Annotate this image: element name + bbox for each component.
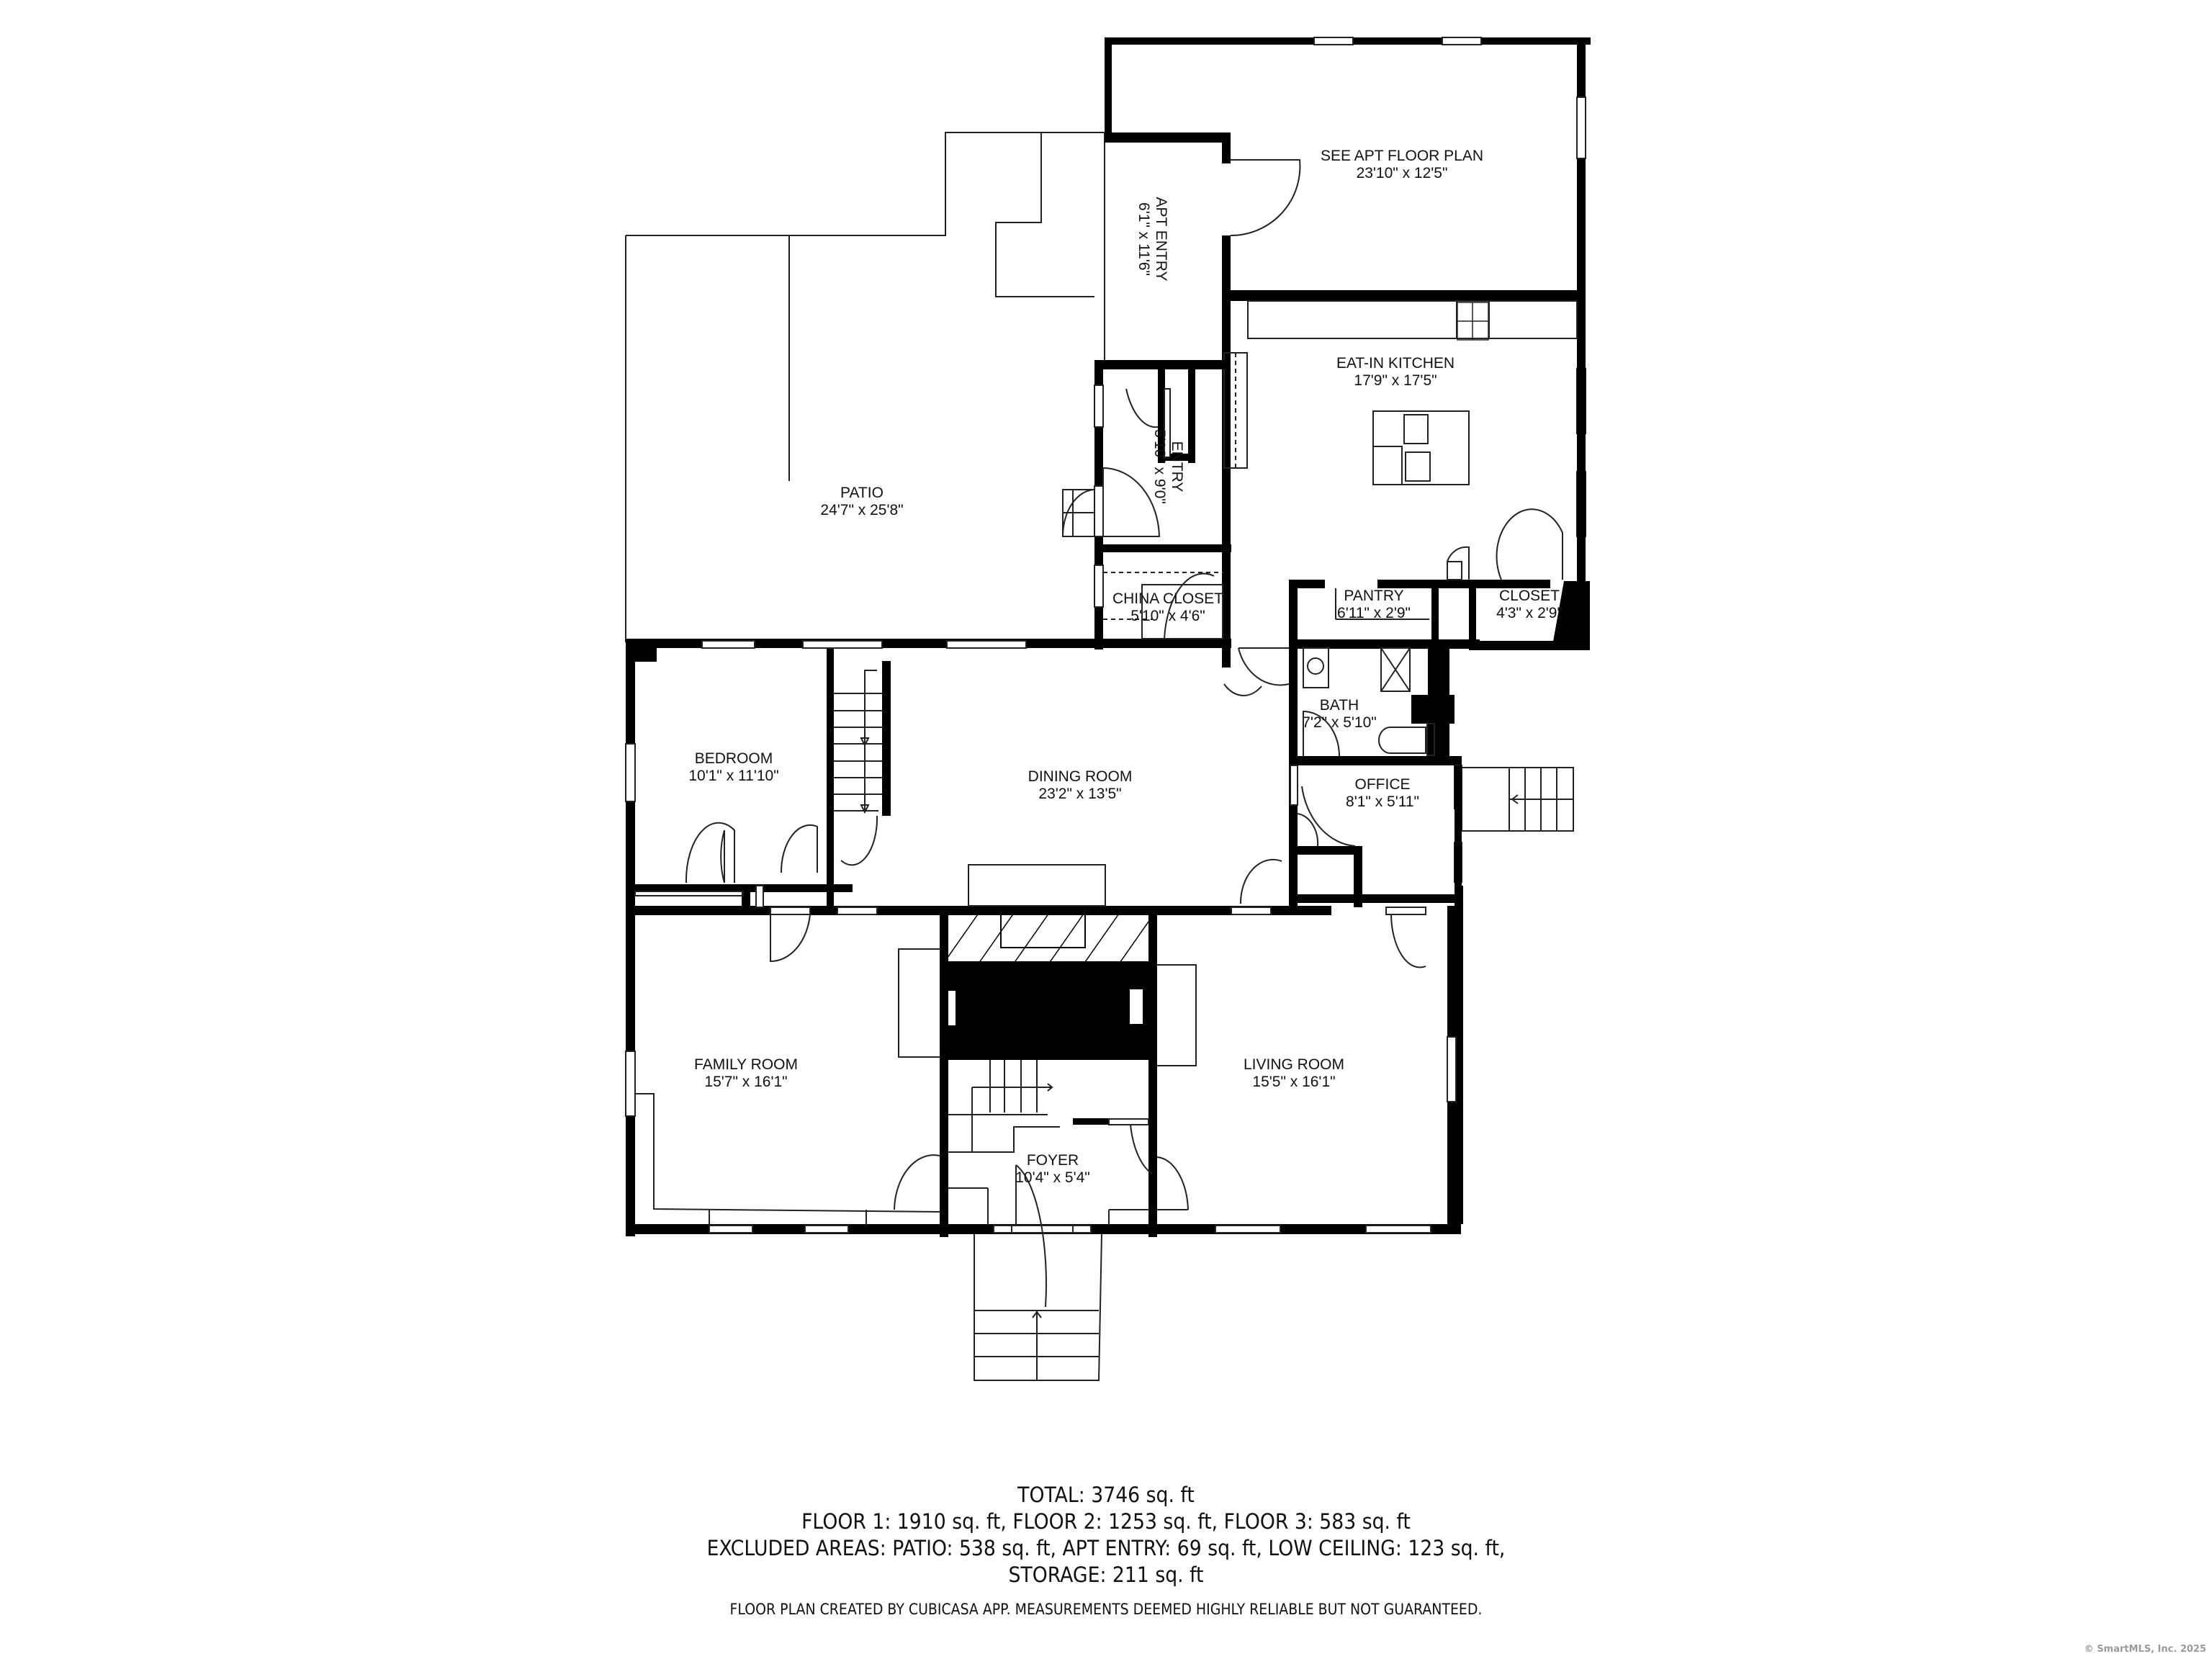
room-label-family: FAMILY ROOM 15'7" x 16'1" — [694, 1056, 798, 1091]
room-label-pantry: PANTRY 6'11" x 2'9" — [1337, 588, 1411, 622]
room-label-apt-entry: APT ENTRY 6'1" x 11'6" — [1135, 197, 1169, 281]
room-label-entry: ENTRY 5'10" x 9'0" — [1151, 429, 1185, 504]
room-dimensions: 4'3" x 2'9" — [1496, 605, 1563, 621]
room-name: FAMILY ROOM — [694, 1056, 798, 1073]
room-name: OFFICE — [1354, 776, 1411, 793]
room-dimensions: 6'1" x 11'6" — [1136, 202, 1152, 276]
room-name: CLOSET — [1498, 588, 1560, 604]
room-name: DINING ROOM — [1028, 768, 1133, 785]
patio-outline — [625, 132, 1107, 642]
room-dimensions: 6'11" x 2'9" — [1337, 605, 1411, 621]
room-label-china-closet: CHINA CLOSET 5'10" x 4'6" — [1112, 590, 1223, 625]
room-label-dining: DINING ROOM 23'2" x 13'5" — [1028, 768, 1133, 803]
storage-area: STORAGE: 211 sq. ft — [1008, 1563, 1204, 1587]
room-name: FOYER — [1026, 1152, 1079, 1169]
room-label-kitchen: EAT-IN KITCHEN 17'9" x 17'5" — [1336, 355, 1455, 390]
room-name: BEDROOM — [694, 750, 773, 767]
room-name: PANTRY — [1344, 588, 1404, 604]
room-dimensions: 5'10" x 9'0" — [1151, 429, 1168, 504]
room-dimensions: 23'2" x 13'5" — [1038, 786, 1122, 802]
room-dimensions: 17'9" x 17'5" — [1354, 372, 1437, 389]
apt-door — [1230, 159, 1301, 237]
room-dimensions: 8'1" x 5'11" — [1346, 793, 1419, 810]
room-name: CHINA CLOSET — [1112, 590, 1224, 607]
room-dimensions: 5'10" x 4'6" — [1130, 608, 1205, 624]
room-label-living: LIVING ROOM 15'5" x 16'1" — [1244, 1056, 1344, 1091]
room-name: LIVING ROOM — [1243, 1056, 1345, 1073]
room-dimensions: 10'4" x 5'4" — [1015, 1169, 1090, 1186]
room-dimensions: 24'7" x 25'8" — [820, 502, 904, 518]
room-dimensions: 15'5" x 16'1" — [1252, 1074, 1336, 1090]
copyright-notice: © SmartMLS, Inc. 2025 — [2084, 1644, 2206, 1655]
room-label-bath: BATH 7'2" x 5'10" — [1302, 697, 1377, 732]
room-label-office: OFFICE 8'1" x 5'11" — [1346, 776, 1419, 811]
area-summary: TOTAL: 3746 sq. ft FLOOR 1: 1910 sq. ft,… — [0, 1482, 2212, 1588]
room-name: EAT-IN KITCHEN — [1336, 355, 1455, 372]
room-dimensions: 23'10" x 12'5" — [1356, 165, 1448, 181]
room-name: ENTRY — [1169, 441, 1185, 493]
room-label-foyer: FOYER 10'4" x 5'4" — [1015, 1152, 1090, 1187]
room-label-apt: SEE APT FLOOR PLAN 23'10" x 12'5" — [1321, 148, 1483, 182]
room-label-bedroom: BEDROOM 10'1" x 11'10" — [688, 750, 778, 785]
room-label-patio: PATIO 24'7" x 25'8" — [820, 485, 903, 519]
room-dimensions: 7'2" x 5'10" — [1302, 714, 1377, 731]
floor-areas: FLOOR 1: 1910 sq. ft, FLOOR 2: 1253 sq. … — [801, 1509, 1411, 1534]
room-name: SEE APT FLOOR PLAN — [1320, 148, 1484, 164]
room-dimensions: 15'7" x 16'1" — [704, 1074, 788, 1090]
excluded-areas: EXCLUDED AREAS: PATIO: 538 sq. ft, APT E… — [706, 1536, 1506, 1560]
room-name: APT ENTRY — [1153, 197, 1169, 282]
room-dimensions: 10'1" x 11'10" — [688, 768, 779, 784]
room-label-closet: CLOSET 4'3" x 2'9" — [1496, 588, 1563, 622]
room-name: PATIO — [840, 485, 884, 501]
total-area: TOTAL: 3746 sq. ft — [1017, 1483, 1195, 1507]
disclaimer: FLOOR PLAN CREATED BY CUBICASA APP. MEAS… — [729, 1601, 1483, 1618]
front-steps — [974, 1233, 1102, 1381]
room-name: BATH — [1319, 697, 1359, 714]
